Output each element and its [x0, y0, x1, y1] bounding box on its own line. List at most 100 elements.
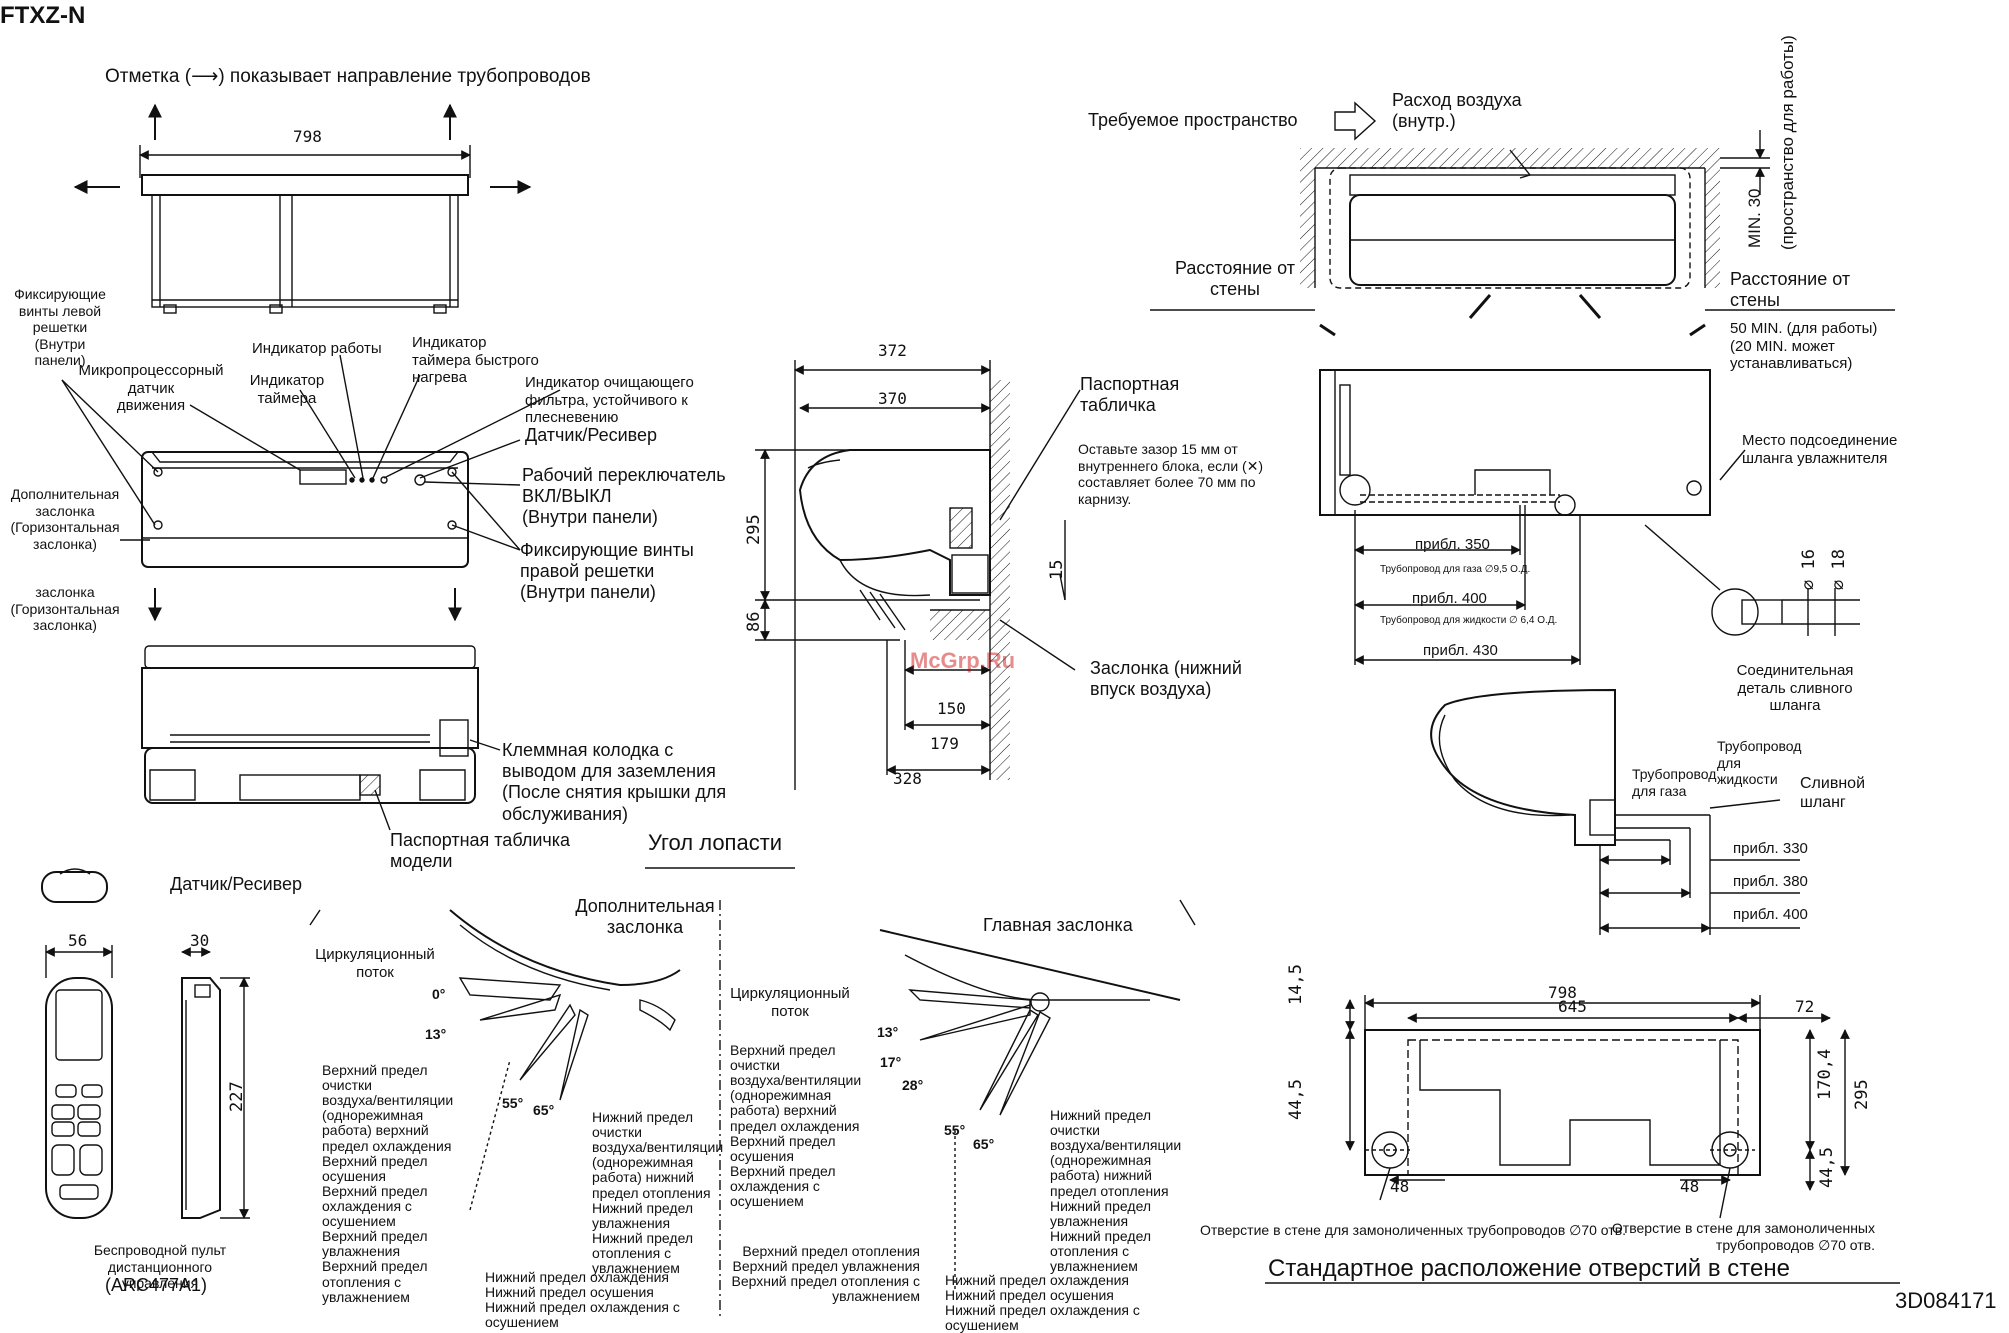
blade-angle-diagrams [309, 867, 1196, 1320]
wall-dim-798: 798 [1548, 983, 1577, 1002]
approx-380: прибл. 380 [1733, 873, 1808, 890]
front-top-view [73, 103, 532, 314]
rear-view [1319, 369, 1860, 665]
bottom-limits-main: Нижний предел охлаждения Нижний предел о… [945, 1272, 1140, 1333]
extra-flap-blade-label: Дополнительная заслонка [575, 896, 715, 938]
dim-372: 372 [878, 341, 907, 360]
bottom-view [141, 645, 501, 831]
humidifier-hose-label: Место подсоединение шланга увлажнителя [1742, 432, 1898, 467]
wall-hole-layout [1265, 995, 1900, 1284]
wall-distance-left-label: Расстояние от стены [1174, 258, 1296, 300]
angle-13-main: 13° [877, 1024, 899, 1040]
wall-dim-44-5-bottom: 44,5 [1817, 1147, 1837, 1188]
dim-30: 30 [190, 931, 210, 950]
bottom-limits-extra: Нижний предел охлаждения Нижний предел о… [485, 1269, 680, 1331]
min-50-label: 50 MIN. (для работы) (20 MIN. может уста… [1730, 320, 1878, 373]
remote-model: (ARC477A1) [105, 1275, 208, 1295]
upper-limits-main: Верхний предел очистки воздуха/вентиляци… [730, 1042, 862, 1210]
airflow-label: Расход воздуха (внутр.) [1392, 90, 1522, 132]
wall-dim-645: 645 [1558, 997, 1587, 1016]
wall-dim-14-5: 14,5 [1286, 964, 1306, 1005]
mid-limits-main: Верхний предел отопления Верхний предел … [731, 1243, 921, 1305]
dim-86: 86 [744, 611, 764, 632]
angle-28-main: 28° [902, 1077, 924, 1093]
on-off-switch-label: Рабочий переключатель ВКЛ/ВЫКЛ (Внутри п… [522, 465, 726, 528]
upper-limits-extra: Верхний предел очистки воздуха/вентиляци… [322, 1062, 454, 1305]
angle-55-extra: 55° [502, 1095, 524, 1111]
diameter-16: ∅ 16 [1799, 549, 1819, 590]
circulation-flow-2: Циркуляционный поток [730, 985, 850, 1020]
nameplate-label: Паспортная табличка [1080, 374, 1180, 416]
motion-sensor-label: Микропроцессорный датчик движения [78, 362, 224, 415]
lower-limits-main: Нижний предел очистки воздуха/вентиляции… [1050, 1107, 1182, 1275]
wall-hole-left-label: Отверстие в стене для замоноличенных тру… [1200, 1222, 1627, 1238]
wall-dim-48-right: 48 [1680, 1177, 1700, 1196]
sensor-receiver-label: Датчик/Ресивер [525, 425, 658, 445]
angle-13-extra: 13° [425, 1026, 447, 1042]
dim-328: 328 [893, 769, 922, 788]
pipe-direction-note: Отметка (⟶) показывает направление трубо… [105, 66, 591, 87]
front-view [61, 354, 561, 622]
remote-receiver-label: Датчик/Ресивер [170, 874, 303, 894]
wall-dim-72: 72 [1795, 997, 1815, 1016]
approx-400: прибл. 400 [1412, 590, 1487, 607]
min-30-label: MIN. 30 [1745, 188, 1764, 248]
approx-400-side: прибл. 400 [1733, 906, 1808, 923]
bottom-flap-label: Заслонка (нижний впуск воздуха) [1090, 658, 1242, 700]
liquid-pipe-label: Трубопровод для жидкости ∅ 6,4 О.Д. [1380, 615, 1558, 626]
filter-indicator-label: Индикатор очищающего фильтра, устойчивог… [525, 374, 694, 427]
dim-150: 150 [937, 699, 966, 718]
terminal-block-label: Клеммная колодка с выводом для заземлени… [502, 740, 727, 824]
work-indicator-label: Индикатор работы [252, 340, 382, 357]
wall-dim-170-4: 170,4 [1815, 1048, 1835, 1100]
timer-indicator-label: Индикатор таймера [249, 372, 325, 407]
remote-caption: Беспроводной пульт дистанционного управл… [93, 1242, 227, 1292]
gas-pipe-label: Трубопровод для газа ∅9,5 О.Д. [1380, 564, 1531, 575]
dim-798-top: 798 [293, 127, 322, 146]
wall-dim-44-5: 44,5 [1286, 1079, 1306, 1120]
diameter-18: ∅ 18 [1829, 549, 1849, 590]
approx-430: прибл. 430 [1423, 642, 1498, 659]
gas-pipe-side-label: Трубопровод для газа [1632, 766, 1717, 799]
remote-drawings [41, 868, 250, 1219]
min-30-note: (пространство для работы) [1778, 35, 1797, 250]
drain-hose-label: Сливной шланг [1800, 775, 1865, 811]
circulation-flow-1: Циркуляционный поток [315, 946, 435, 981]
liquid-pipe-side-label: Трубопровод для жидкости [1717, 738, 1802, 788]
dim-179: 179 [930, 734, 959, 753]
dim-295-side: 295 [744, 514, 764, 545]
angle-0: 0° [432, 986, 446, 1002]
side-view [755, 360, 1081, 790]
lower-limits-extra: Нижний предел очистки воздуха/вентиляции… [592, 1109, 724, 1277]
angle-65-main: 65° [973, 1136, 995, 1152]
angle-65-extra: 65° [533, 1102, 555, 1118]
watermark: McGrp.Ru [910, 648, 1016, 673]
model-title: FTXZ-N [0, 2, 86, 29]
extra-flap-label: Дополнительная заслонка (Горизонтальная … [10, 486, 120, 552]
dim-15: 15 [1047, 559, 1067, 580]
angle-17-main: 17° [880, 1054, 902, 1070]
angle-55-main: 55° [944, 1122, 966, 1138]
boost-timer-indicator-label: Индикатор таймера быстрого нагрева [412, 334, 539, 387]
model-nameplate-label: Паспортная табличка модели [390, 830, 571, 872]
wall-hole-right-label: Отверстие в стене для замоноличенных тру… [1611, 1220, 1875, 1253]
document-code: 3D084171 [1895, 1288, 1997, 1313]
flap-label: заслонка (Горизонтальная заслонка) [10, 584, 120, 634]
wall-hole-title: Стандартное расположение отверстий в сте… [1268, 1255, 1790, 1282]
gap-note: Оставьте зазор 15 мм от внутреннего блок… [1078, 441, 1264, 507]
dim-370: 370 [878, 389, 907, 408]
approx-350: прибл. 350 [1415, 536, 1490, 553]
space-diagram [1150, 101, 1895, 337]
approx-330: прибл. 330 [1733, 840, 1808, 857]
wall-dim-48-left: 48 [1390, 1177, 1410, 1196]
dim-227: 227 [227, 1081, 247, 1112]
side-view-2 [1430, 688, 1800, 935]
main-flap-label: Главная заслонка [983, 915, 1133, 935]
fix-screws-left-label: Фиксирующие винты левой решетки (Внутри … [14, 286, 106, 369]
fix-screws-right-label: Фиксирующие винты правой решетки (Внутри… [520, 540, 694, 603]
wall-dim-295: 295 [1852, 1079, 1872, 1110]
required-space-label: Требуемое пространство [1088, 110, 1298, 130]
blade-angle-title: Угол лопасти [648, 830, 783, 855]
drain-connector-label: Соединительная деталь сливного шланга [1736, 662, 1854, 715]
